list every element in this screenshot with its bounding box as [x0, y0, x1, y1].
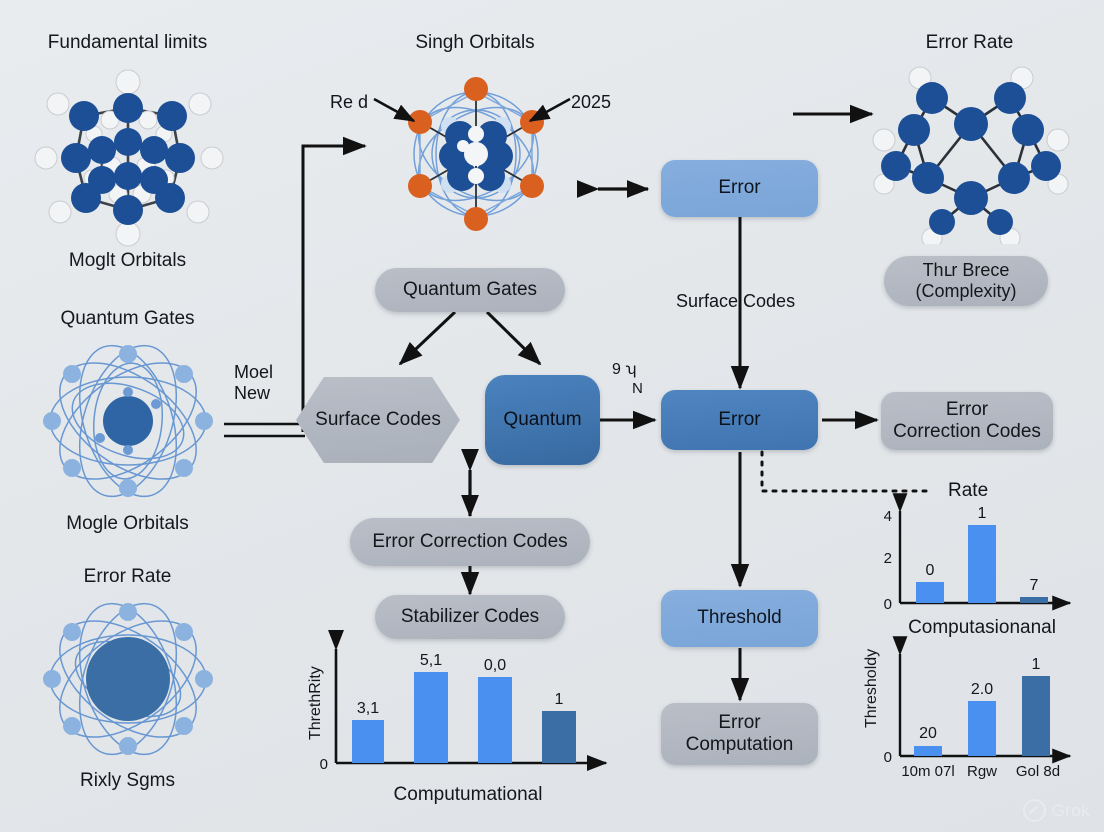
node-ecc-right-line1: Error — [945, 398, 989, 420]
edge-label-n: N — [632, 379, 643, 396]
edge-label-rate: Rate — [948, 480, 989, 501]
chart3-barlabel-0: 20 — [919, 725, 937, 742]
right-art-title: Error Rate — [925, 32, 1014, 53]
chart1-ytick-0: 0 — [320, 756, 328, 773]
chart1-xlabel: Computumational — [394, 784, 543, 805]
chart1-ylabel: ThrethRity — [307, 666, 324, 740]
chart2-barlabel-2: 7 — [1030, 577, 1039, 594]
complexity-badge-line2: (Complexity) — [915, 281, 1017, 301]
left-card-2-title: Error Rate — [83, 566, 172, 587]
chart2-bar-2 — [1020, 597, 1048, 603]
left-card-0-caption: Moglt Orbitals — [68, 250, 187, 271]
center-art-left-annotation: Re d — [330, 92, 369, 112]
chart1-barlabel-1: 5,1 — [420, 652, 442, 669]
chart2-bar-0 — [916, 582, 944, 603]
node-error-computation-line1: Error — [718, 711, 761, 733]
node-quantum-gates[interactable]: Quantum Gates — [375, 268, 565, 312]
leader-line-right — [528, 97, 571, 123]
chart1-barlabel-0: 3,1 — [357, 700, 379, 717]
chart3-xtick-0: 10m 07l — [901, 763, 954, 780]
chart1-barlabel-2: 0,0 — [484, 657, 506, 674]
node-error-computation[interactable]: Error Computation — [661, 703, 818, 765]
grok-watermark-label: Grok — [1051, 800, 1090, 820]
node-ecc-right-line2: Correction Codes — [893, 421, 1041, 442]
node-error-mid[interactable]: Error — [661, 390, 818, 450]
chart3-bar-2 — [1022, 676, 1050, 756]
middle-right-chart: 0 2 4 0 1 7 Computasionanal — [856, 493, 1096, 645]
node-threshold[interactable]: Threshold — [661, 590, 818, 647]
edge-label-moel: Moel — [234, 362, 274, 382]
left-card-2-caption: Rixly Sgms — [79, 770, 175, 791]
ring-molecule-icon — [872, 56, 1070, 249]
node-error-computation-line2: Computation — [685, 734, 794, 755]
atom-orbital-diagram-icon-2 — [28, 592, 228, 767]
dotted-connector-rate — [760, 450, 932, 493]
grok-logo-icon — [1022, 799, 1046, 822]
left-card-1-title: Quantum Gates — [60, 308, 195, 329]
arrow-gates-to-quantum — [485, 310, 542, 366]
node-quantum[interactable]: Quantum — [485, 375, 600, 465]
edge-label-kb: 9 ʮ — [612, 361, 637, 378]
chart2-ytick-4: 4 — [884, 508, 892, 525]
left-card-1-caption: Mogle Orbitals — [66, 513, 189, 534]
chart1-bar-1 — [414, 672, 448, 763]
chart2-ytick-0: 0 — [884, 596, 892, 613]
node-stabilizer-codes[interactable]: Stabilizer Codes — [375, 595, 565, 639]
atom-orbital-diagram-icon-1 — [28, 334, 228, 509]
grok-watermark: Grok — [1022, 799, 1090, 822]
node-error-top[interactable]: Error — [661, 160, 818, 217]
chart2-barlabel-0: 0 — [926, 562, 935, 579]
chart2-bar-1 — [968, 525, 996, 603]
complexity-badge[interactable]: Thւr Brece (Complexity) — [884, 256, 1048, 306]
chart3-barlabel-2: 1 — [1032, 656, 1041, 673]
edge-label-new: New — [234, 382, 271, 403]
chart3-ylabel: Thresholdy — [863, 649, 880, 728]
arrow-left-to-orbitals — [301, 136, 367, 432]
chart1-bar-0 — [352, 720, 384, 763]
node-surface-codes-hex[interactable]: Surface Codes — [296, 377, 460, 463]
chart2-xlabel: Computasionanal — [908, 617, 1056, 638]
chart1-bar-3 — [542, 711, 576, 763]
ball-and-stick-molecule-icon — [24, 58, 232, 248]
chart3-xtick-1: Rgw — [967, 763, 997, 780]
node-error-correction-codes-left[interactable]: Error Correction Codes — [350, 518, 590, 566]
cluster-orbital-molecule-icon — [370, 58, 582, 250]
chart3-barlabel-1: 2.0 — [971, 681, 993, 698]
chart2-barlabel-1: 1 — [978, 505, 987, 522]
chart2-ytick-2: 2 — [884, 550, 892, 567]
edge-label-moel-new: Moel New — [234, 362, 273, 403]
chart1-barlabel-3: 1 — [555, 691, 564, 708]
chart1-bar-2 — [478, 677, 512, 763]
left-card-0-title: Fundamental limits — [47, 32, 208, 53]
chart3-bar-1 — [968, 701, 996, 756]
chart3-xtick-2: Gol 8d — [1016, 763, 1060, 780]
bottom-right-chart: 0 Thresholdy 20 2.0 1 10m 07l Rgw Gol 8d — [856, 636, 1096, 790]
chart3-ytick-0: 0 — [884, 749, 892, 766]
leader-line-left — [373, 97, 416, 123]
edge-label-surface-codes: Surface Codes — [676, 291, 796, 311]
center-art-title: Singh Orbitals — [415, 32, 535, 53]
center-art-right-annotation: 2025 — [571, 92, 612, 112]
chart3-bar-0 — [914, 746, 942, 756]
node-error-correction-codes-right[interactable]: Error Correction Codes — [881, 392, 1053, 450]
complexity-badge-line1: Thւr Brece — [922, 259, 1010, 280]
arrow-gates-to-surfacecodes — [398, 310, 457, 366]
bottom-left-chart: 0 ThrethRity 3,1 5,1 0,0 1 Computumation… — [290, 629, 620, 815]
